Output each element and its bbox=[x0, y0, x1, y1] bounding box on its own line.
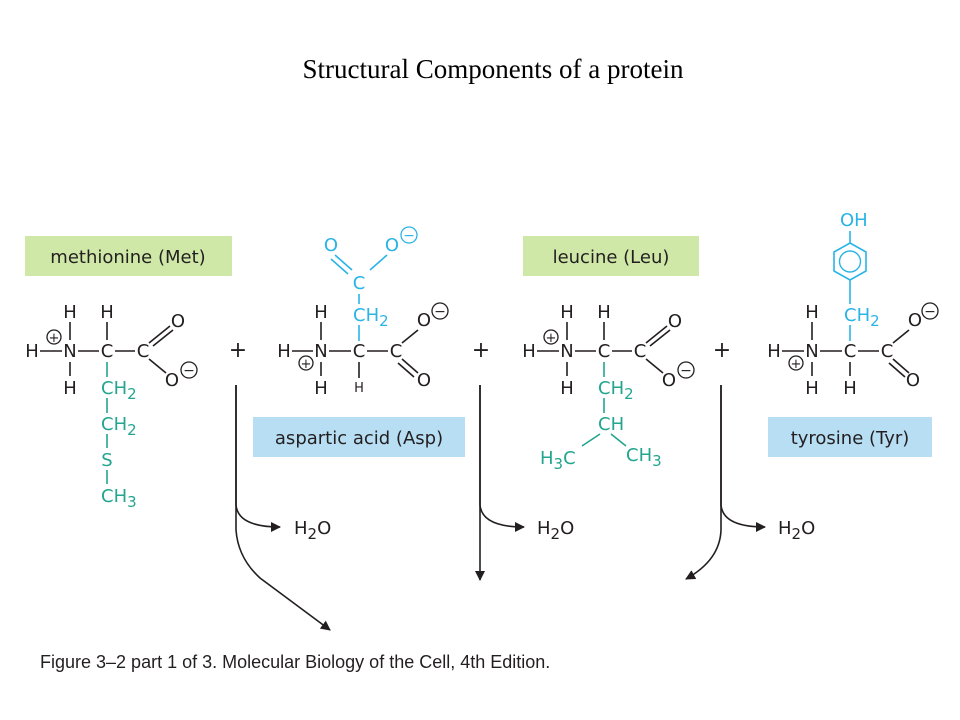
svg-text:C: C bbox=[390, 341, 403, 362]
svg-text:CH2: CH2 bbox=[101, 378, 137, 403]
svg-text:CH3: CH3 bbox=[101, 486, 137, 511]
svg-text:CH2: CH2 bbox=[101, 414, 137, 439]
svg-text:H: H bbox=[277, 341, 291, 362]
svg-text:N: N bbox=[314, 341, 327, 362]
svg-text:C: C bbox=[353, 341, 366, 362]
svg-text:H: H bbox=[767, 341, 781, 362]
label-aspartic-acid: aspartic acid (Asp) bbox=[253, 417, 465, 457]
svg-text:O: O bbox=[385, 235, 399, 256]
figure-caption: Figure 3–2 part 1 of 3. Molecular Biolog… bbox=[40, 652, 551, 672]
svg-text:H: H bbox=[100, 302, 114, 323]
svg-text:CH2: CH2 bbox=[353, 305, 389, 330]
svg-text:−: − bbox=[434, 304, 446, 320]
svg-text:CH2: CH2 bbox=[598, 378, 634, 403]
plus-sign-3: + bbox=[713, 338, 731, 363]
label-methionine: methionine (Met) bbox=[25, 236, 232, 276]
svg-text:O: O bbox=[906, 370, 920, 391]
svg-text:O: O bbox=[668, 311, 682, 332]
svg-text:+: + bbox=[49, 331, 60, 346]
svg-text:O: O bbox=[324, 235, 338, 256]
svg-text:+: + bbox=[791, 357, 802, 372]
svg-text:N: N bbox=[560, 341, 573, 362]
svg-text:O: O bbox=[908, 310, 922, 331]
svg-text:C: C bbox=[634, 341, 647, 362]
svg-text:O: O bbox=[417, 370, 431, 391]
svg-text:H3C: H3C bbox=[540, 448, 576, 473]
reaction-arrow-3: H2O bbox=[685, 385, 815, 580]
svg-text:C: C bbox=[881, 341, 894, 362]
svg-text:H: H bbox=[63, 378, 77, 399]
svg-text:O: O bbox=[171, 311, 185, 332]
svg-text:H: H bbox=[843, 378, 857, 399]
label-tyrosine: tyrosine (Tyr) bbox=[768, 417, 932, 457]
svg-text:H: H bbox=[25, 341, 39, 362]
svg-text:C: C bbox=[598, 341, 611, 362]
svg-text:H: H bbox=[560, 302, 574, 323]
reaction-arrow-2: H2O bbox=[475, 385, 574, 581]
svg-text:H: H bbox=[805, 302, 819, 323]
plus-sign-1: + bbox=[229, 338, 247, 363]
svg-text:+: + bbox=[546, 331, 557, 346]
aspartic-acid-structure: O O − C CH2 H + H N C C O − O H H bbox=[277, 226, 449, 399]
svg-text:H2O: H2O bbox=[537, 518, 574, 543]
svg-text:leucine (Leu): leucine (Leu) bbox=[553, 247, 670, 268]
methionine-structure: H H + H N C C O O − H CH2 CH2 S CH3 bbox=[25, 302, 198, 511]
svg-text:−: − bbox=[924, 304, 936, 320]
svg-text:S: S bbox=[101, 450, 112, 471]
svg-text:N: N bbox=[805, 341, 818, 362]
svg-text:−: − bbox=[403, 228, 415, 244]
reaction-arrow-1: H2O bbox=[235, 385, 331, 631]
svg-text:H: H bbox=[560, 378, 574, 399]
page-title: Structural Components of a protein bbox=[302, 54, 684, 84]
svg-text:H: H bbox=[805, 378, 819, 399]
svg-text:CH: CH bbox=[598, 414, 624, 435]
svg-text:H2O: H2O bbox=[294, 518, 331, 543]
svg-text:OH: OH bbox=[840, 210, 868, 231]
svg-text:+: + bbox=[301, 357, 312, 372]
svg-text:CH3: CH3 bbox=[626, 445, 662, 470]
label-leucine: leucine (Leu) bbox=[523, 236, 699, 276]
svg-text:H: H bbox=[314, 302, 328, 323]
svg-text:−: − bbox=[680, 363, 692, 379]
svg-text:−: − bbox=[183, 363, 195, 379]
svg-text:H: H bbox=[63, 302, 77, 323]
leucine-structure: H H + H N C C O O − H CH2 CH H3C CH3 bbox=[522, 302, 695, 473]
svg-text:O: O bbox=[662, 370, 676, 391]
tyrosine-structure: OH CH2 H + H N C C O − O H H bbox=[767, 210, 939, 399]
svg-text:H: H bbox=[597, 302, 611, 323]
svg-text:H: H bbox=[522, 341, 536, 362]
svg-text:C: C bbox=[137, 341, 150, 362]
svg-text:CH2: CH2 bbox=[844, 305, 880, 330]
svg-text:O: O bbox=[165, 370, 179, 391]
svg-text:N: N bbox=[63, 341, 76, 362]
svg-text:H2O: H2O bbox=[778, 518, 815, 543]
plus-sign-2: + bbox=[472, 338, 490, 363]
svg-text:H: H bbox=[354, 381, 364, 396]
svg-text:aspartic acid (Asp): aspartic acid (Asp) bbox=[275, 428, 443, 449]
svg-text:tyrosine (Tyr): tyrosine (Tyr) bbox=[791, 428, 910, 449]
svg-text:methionine (Met): methionine (Met) bbox=[50, 247, 205, 268]
svg-text:O: O bbox=[417, 310, 431, 331]
svg-text:C: C bbox=[353, 273, 366, 294]
svg-text:C: C bbox=[844, 341, 857, 362]
svg-text:H: H bbox=[314, 378, 328, 399]
svg-text:C: C bbox=[101, 341, 114, 362]
